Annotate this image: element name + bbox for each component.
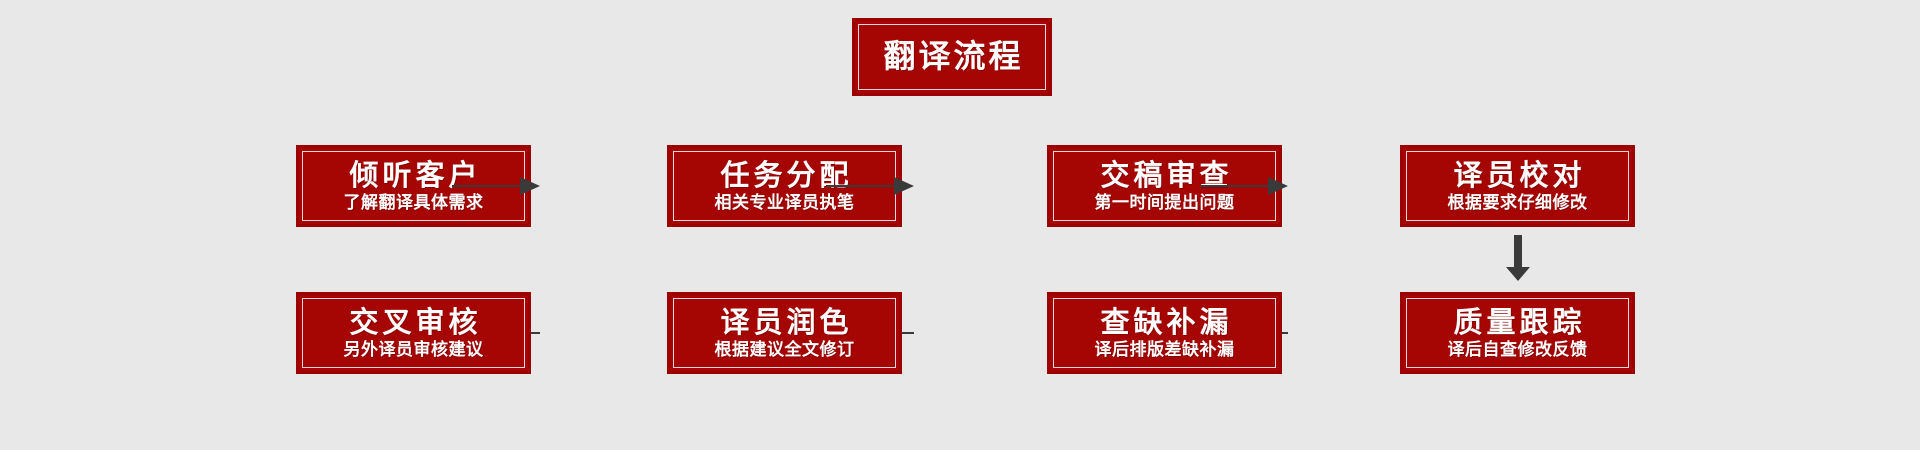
title-box-inner-frame: 翻译流程 <box>858 24 1046 90</box>
step-4-title: 译员校对 <box>1453 158 1586 193</box>
step-box-6: 查缺补漏 译后排版差缺补漏 <box>1047 292 1282 374</box>
step-box-3-inner-frame: 交稿审查 第一时间提出问题 <box>1053 151 1276 221</box>
arrow-down-step4-to-step5 <box>1506 235 1530 281</box>
step-box-8-inner-frame: 交叉审核 另外译员审核建议 <box>302 298 525 368</box>
step-box-6-inner-frame: 查缺补漏 译后排版差缺补漏 <box>1053 298 1276 368</box>
step-box-8: 交叉审核 另外译员审核建议 <box>296 292 531 374</box>
step-box-4: 译员校对 根据要求仔细修改 <box>1400 145 1635 227</box>
step-box-5-inner-frame: 质量跟踪 译后自查修改反馈 <box>1406 298 1629 368</box>
step-box-7: 译员润色 根据建议全文修订 <box>667 292 902 374</box>
arrow-right-step1-to-step2 <box>452 177 540 195</box>
step-5-title: 质量跟踪 <box>1453 305 1586 340</box>
arrow-right-step3-to-step4 <box>1200 177 1288 195</box>
step-5-subtitle: 译后自查修改反馈 <box>1447 339 1588 360</box>
step-1-subtitle: 了解翻译具体需求 <box>343 192 484 213</box>
step-4-subtitle: 根据要求仔细修改 <box>1447 192 1588 213</box>
step-6-subtitle: 译后排版差缺补漏 <box>1094 339 1235 360</box>
arrow-right-step2-to-step3 <box>826 177 914 195</box>
step-6-title: 查缺补漏 <box>1100 305 1233 340</box>
flowchart-title-box: 翻译流程 <box>852 18 1052 96</box>
step-7-title: 译员润色 <box>720 305 853 340</box>
step-7-subtitle: 根据建议全文修订 <box>714 339 855 360</box>
step-3-subtitle: 第一时间提出问题 <box>1094 192 1235 213</box>
step-8-title: 交叉审核 <box>349 305 482 340</box>
step-box-4-inner-frame: 译员校对 根据要求仔细修改 <box>1406 151 1629 221</box>
step-box-5: 质量跟踪 译后自查修改反馈 <box>1400 292 1635 374</box>
step-box-7-inner-frame: 译员润色 根据建议全文修订 <box>673 298 896 368</box>
flowchart-title-text: 翻译流程 <box>883 37 1024 76</box>
step-8-subtitle: 另外译员审核建议 <box>343 339 484 360</box>
step-2-subtitle: 相关专业译员执笔 <box>714 192 855 213</box>
